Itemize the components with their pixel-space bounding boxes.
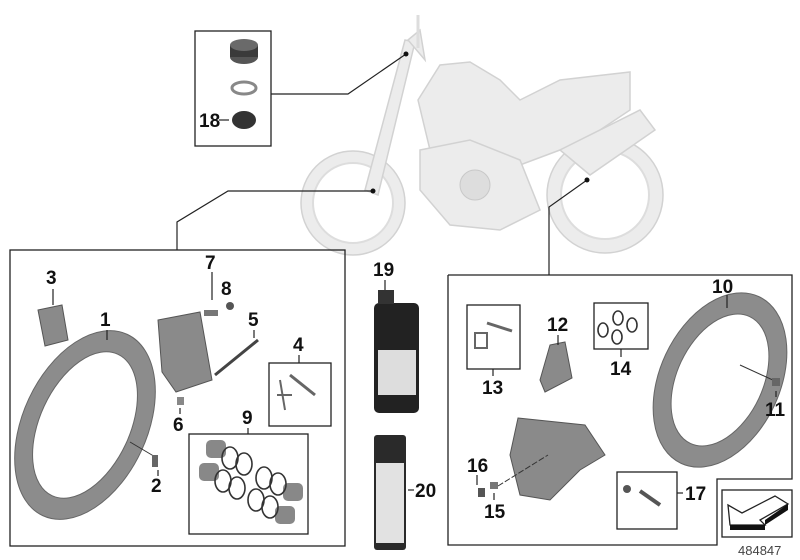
callout-label: 17: [685, 484, 706, 505]
front-brake-group: 1 2 3 4 5 6 7 8 9: [9, 188, 376, 547]
callout-label: 19: [373, 260, 394, 281]
callout-label: 1: [100, 310, 111, 331]
callout-label: 2: [151, 476, 162, 497]
callout-label: 14: [610, 359, 632, 380]
callout-label: 15: [484, 502, 506, 523]
orientation-arrow-icon: [721, 489, 793, 538]
callout-label: 7: [205, 253, 216, 274]
callout-label: 8: [221, 279, 232, 300]
callout-label: 20: [415, 481, 436, 502]
callout-label: 4: [293, 335, 304, 356]
callout-label: 16: [467, 456, 488, 477]
callout-label: 18: [199, 111, 220, 132]
callout-group-18: 18: [194, 30, 409, 147]
callout-label: 11: [765, 400, 786, 421]
callout-label: 9: [242, 408, 253, 429]
callout-label: 3: [46, 268, 57, 289]
callout-label: 13: [482, 378, 503, 399]
diagram-reference-number: 484847: [738, 543, 781, 558]
callout-label: 5: [248, 310, 259, 331]
callout-label: 12: [547, 315, 568, 336]
rear-brake-group: 10 11 12 13 14 15 16 17: [447, 177, 793, 546]
callout-label: 6: [173, 415, 184, 436]
fluid-products: 19 20: [373, 260, 436, 550]
motorcycle-illustration: [300, 15, 664, 256]
callout-label: 10: [712, 277, 733, 298]
